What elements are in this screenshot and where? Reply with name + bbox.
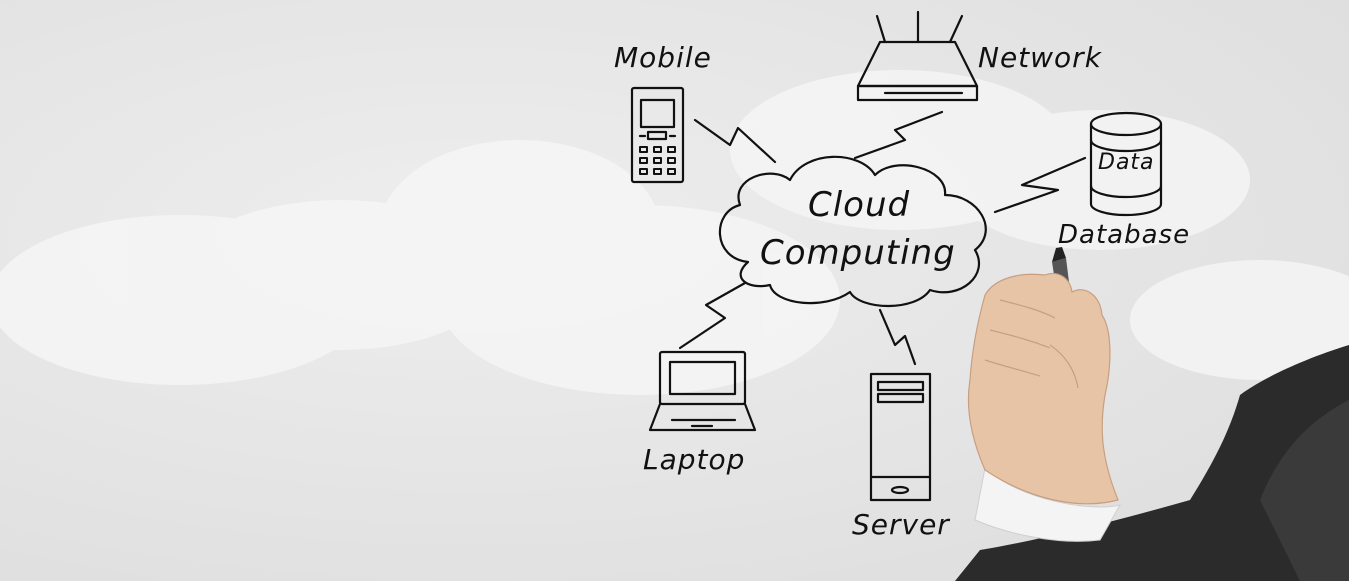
server-connector bbox=[878, 308, 917, 366]
suit-sleeve bbox=[955, 345, 1349, 581]
mobile-connector bbox=[693, 118, 777, 164]
database-cylinder-icon bbox=[1089, 111, 1163, 217]
center-label-line1: Cloud bbox=[808, 185, 911, 225]
server-tower-icon bbox=[869, 372, 932, 502]
hand-holding-marker bbox=[955, 247, 1349, 581]
hand bbox=[967, 272, 1119, 505]
mobile-phone-icon bbox=[630, 86, 685, 184]
server-label: Server bbox=[852, 508, 950, 541]
database-connector bbox=[993, 156, 1087, 214]
router-icon bbox=[856, 10, 979, 102]
network-label: Network bbox=[978, 41, 1102, 74]
laptop-icon bbox=[648, 350, 757, 432]
data-label: Data bbox=[1098, 150, 1155, 175]
central-cloud-shape bbox=[718, 155, 987, 307]
mobile-label: Mobile bbox=[614, 41, 712, 74]
database-label: Database bbox=[1058, 220, 1191, 250]
network-connector bbox=[853, 110, 944, 160]
laptop-label: Laptop bbox=[643, 443, 746, 476]
center-label-line2: Computing bbox=[760, 233, 956, 273]
shirt-cuff bbox=[974, 467, 1122, 542]
background-clouds bbox=[0, 70, 1349, 395]
laptop-connector bbox=[678, 281, 747, 350]
